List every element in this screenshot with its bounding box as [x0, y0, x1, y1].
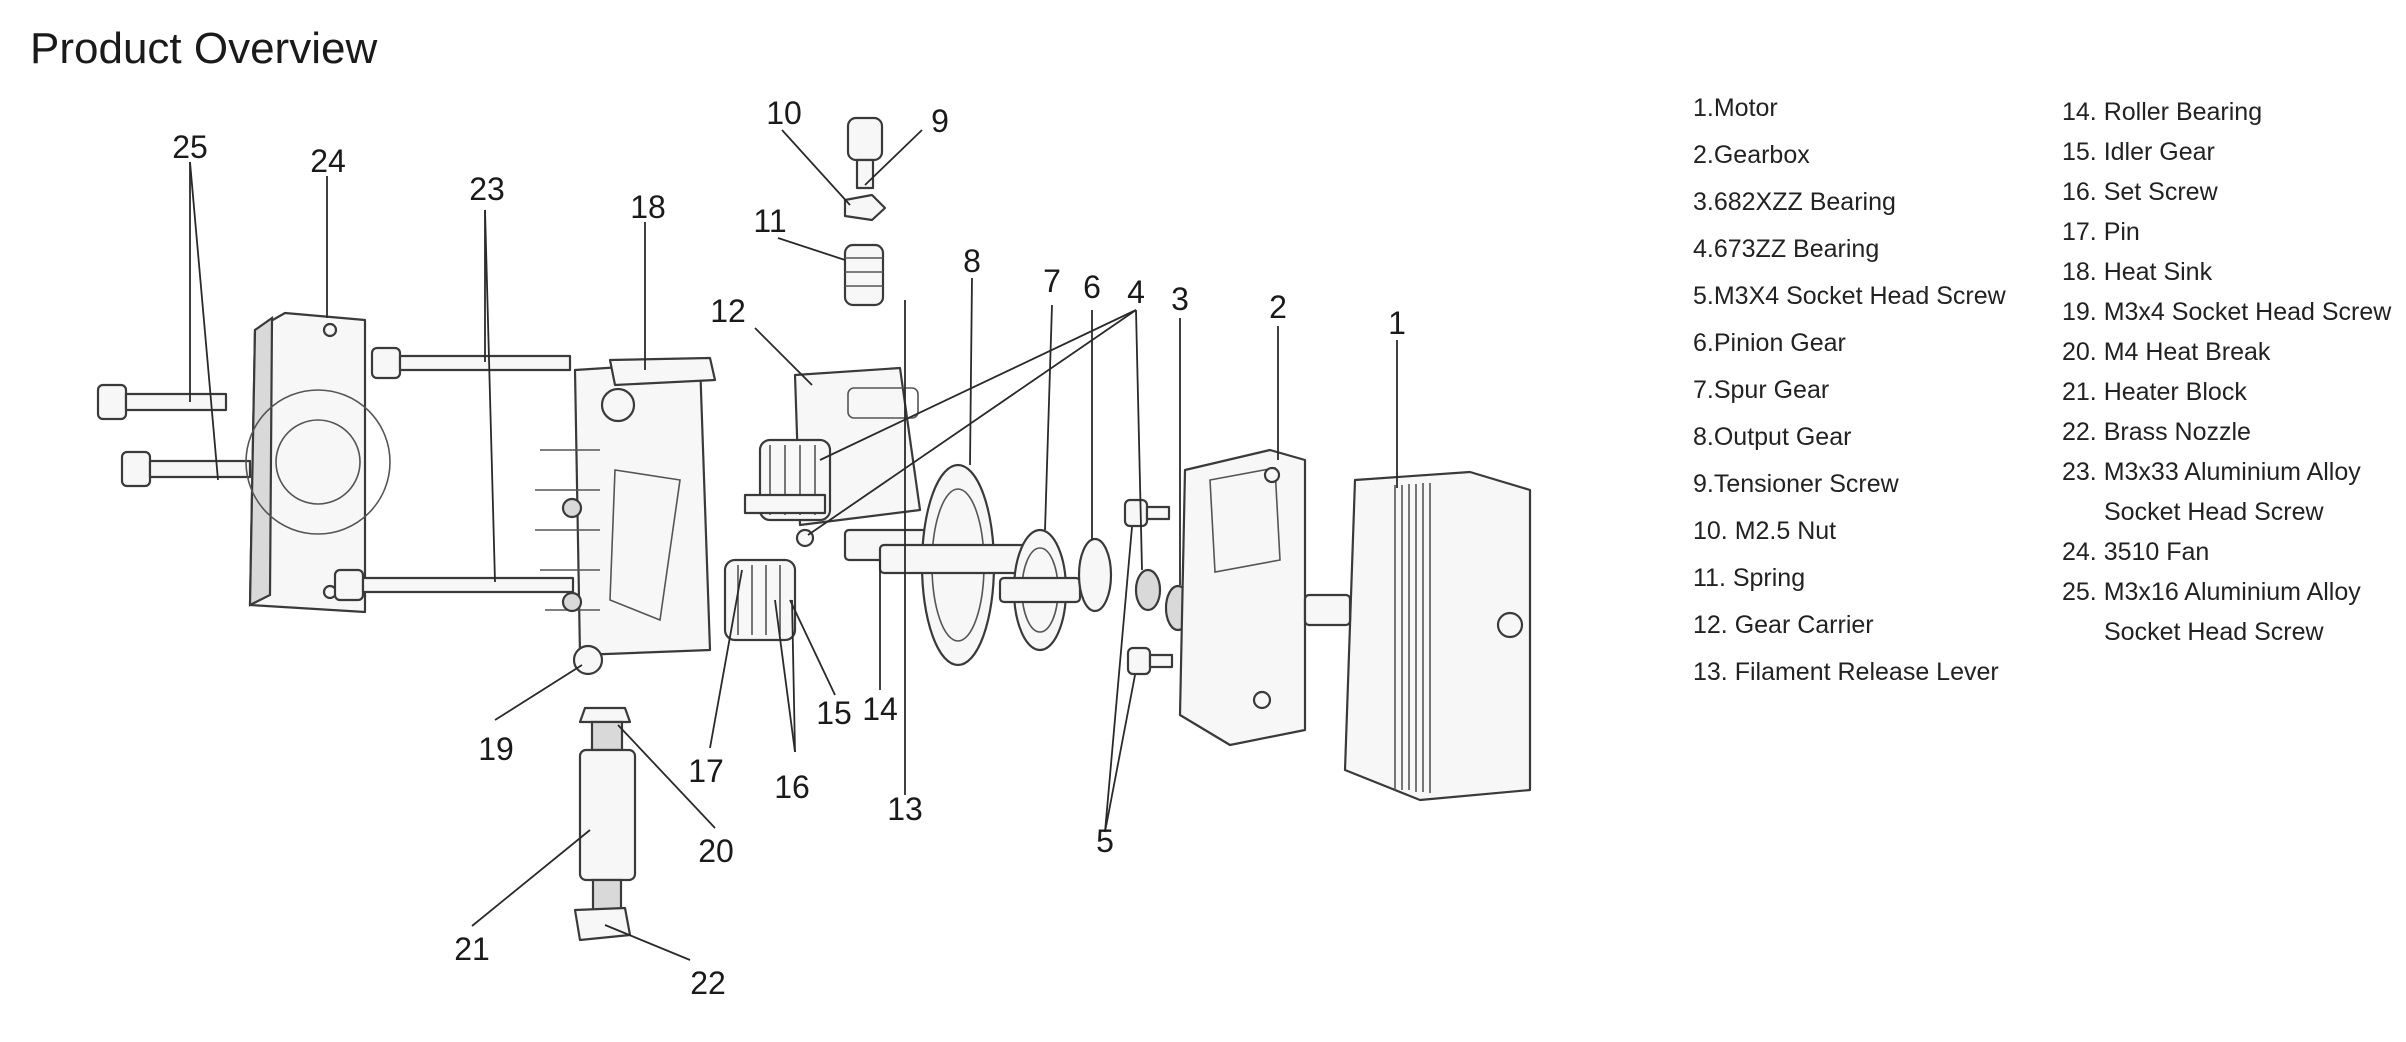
callout-14: 14 — [862, 691, 898, 727]
legend-item: 4.673ZZ Bearing — [1693, 235, 1880, 263]
exploded-view-diagram: 1 2 3 4 5 6 7 8 9 10 11 12 13 14 15 16 1… — [96, 95, 1532, 1001]
part-24-fan — [245, 311, 391, 614]
legend-item: 13. Filament Release Lever — [1693, 658, 1999, 686]
part-9-10-11-tensioner — [843, 116, 887, 307]
legend-item: 22. Brass Nozzle — [2062, 418, 2251, 446]
legend-item: 11. Spring — [1693, 564, 1806, 592]
part-25-screws — [96, 383, 252, 488]
callout-11: 11 — [753, 203, 786, 239]
legend-item: 16. Set Screw — [2062, 178, 2218, 206]
legend-item: 12. Gear Carrier — [1693, 611, 1874, 639]
callout-20: 20 — [698, 833, 734, 869]
part-19-screw — [572, 644, 604, 676]
callout-13: 13 — [887, 791, 923, 827]
callout-2: 2 — [1269, 289, 1287, 325]
callout-21: 21 — [454, 931, 490, 967]
legend-item: 10. M2.5 Nut — [1693, 517, 1837, 545]
callout-23: 23 — [469, 171, 505, 207]
leader-lines — [189, 129, 1398, 961]
callout-17: 17 — [688, 753, 724, 789]
callout-5: 5 — [1096, 823, 1114, 859]
legend-item: 3.682XZZ Bearing — [1693, 188, 1896, 216]
callout-10: 10 — [766, 95, 802, 131]
legend-item: 14. Roller Bearing — [2062, 98, 2263, 126]
legend-item: 1.Motor — [1693, 94, 1778, 122]
callout-15: 15 — [816, 695, 852, 731]
callout-6: 6 — [1083, 269, 1101, 305]
callout-25: 25 — [172, 129, 208, 165]
legend-item: 24. 3510 Fan — [2062, 538, 2210, 566]
legend-item: 5.M3X4 Socket Head Screw — [1693, 282, 2006, 310]
callout-4: 4 — [1127, 274, 1145, 310]
legend-item: 19. M3x4 Socket Head Screw — [2062, 298, 2392, 326]
callout-12: 12 — [710, 293, 746, 329]
legend-item: 15. Idler Gear — [2062, 138, 2215, 166]
legend-item: 20. M4 Heat Break — [2062, 338, 2271, 366]
legend-item: 21. Heater Block — [2062, 378, 2247, 406]
legend-item: 23. M3x33 Aluminium Alloy — [2062, 458, 2361, 486]
legend-item-continuation: Socket Head Screw — [2104, 618, 2324, 646]
callout-7: 7 — [1043, 263, 1061, 299]
legend-item: 8.Output Gear — [1693, 423, 1852, 451]
legend-column-1: 1.Motor 2.Gearbox 3.682XZZ Bearing 4.673… — [1693, 88, 2006, 692]
legend-item: 17. Pin — [2062, 218, 2140, 246]
part-18-heat-sink — [535, 356, 717, 657]
part-8-output-gear — [878, 463, 1032, 667]
callout-19: 19 — [478, 731, 514, 767]
callout-18: 18 — [630, 189, 666, 225]
legend-item: 6.Pinion Gear — [1693, 329, 1846, 357]
part-6-pinion-gear — [1077, 537, 1113, 613]
part-1-motor — [1303, 470, 1532, 802]
part-20-21-22-hotend — [573, 706, 637, 942]
legend-item: 25. M3x16 Aluminium Alloy — [2062, 578, 2361, 606]
legend-item: 9.Tensioner Screw — [1693, 470, 1899, 498]
callout-22: 22 — [690, 965, 726, 1001]
callout-1: 1 — [1388, 305, 1406, 341]
page-title: Product Overview — [30, 24, 378, 73]
callout-9: 9 — [931, 103, 949, 139]
legend-column-2: 14. Roller Bearing 15. Idler Gear 16. Se… — [2062, 92, 2391, 652]
callout-24: 24 — [310, 143, 346, 179]
part-15-17-idler — [723, 493, 827, 642]
part-23-screws — [333, 346, 575, 602]
part-4-bearing — [1134, 568, 1162, 612]
part-2-gearbox — [1178, 448, 1307, 747]
callout-16: 16 — [774, 769, 810, 805]
legend-item-continuation: Socket Head Screw — [2104, 498, 2324, 526]
callout-3: 3 — [1171, 281, 1189, 317]
legend-item: 18. Heat Sink — [2062, 258, 2213, 286]
legend-item: 7.Spur Gear — [1693, 376, 1830, 404]
legend-item: 2.Gearbox — [1693, 141, 1810, 169]
callout-numbers: 1 2 3 4 5 6 7 8 9 10 11 12 13 14 15 16 1… — [172, 95, 1406, 1001]
callout-8: 8 — [963, 243, 981, 279]
